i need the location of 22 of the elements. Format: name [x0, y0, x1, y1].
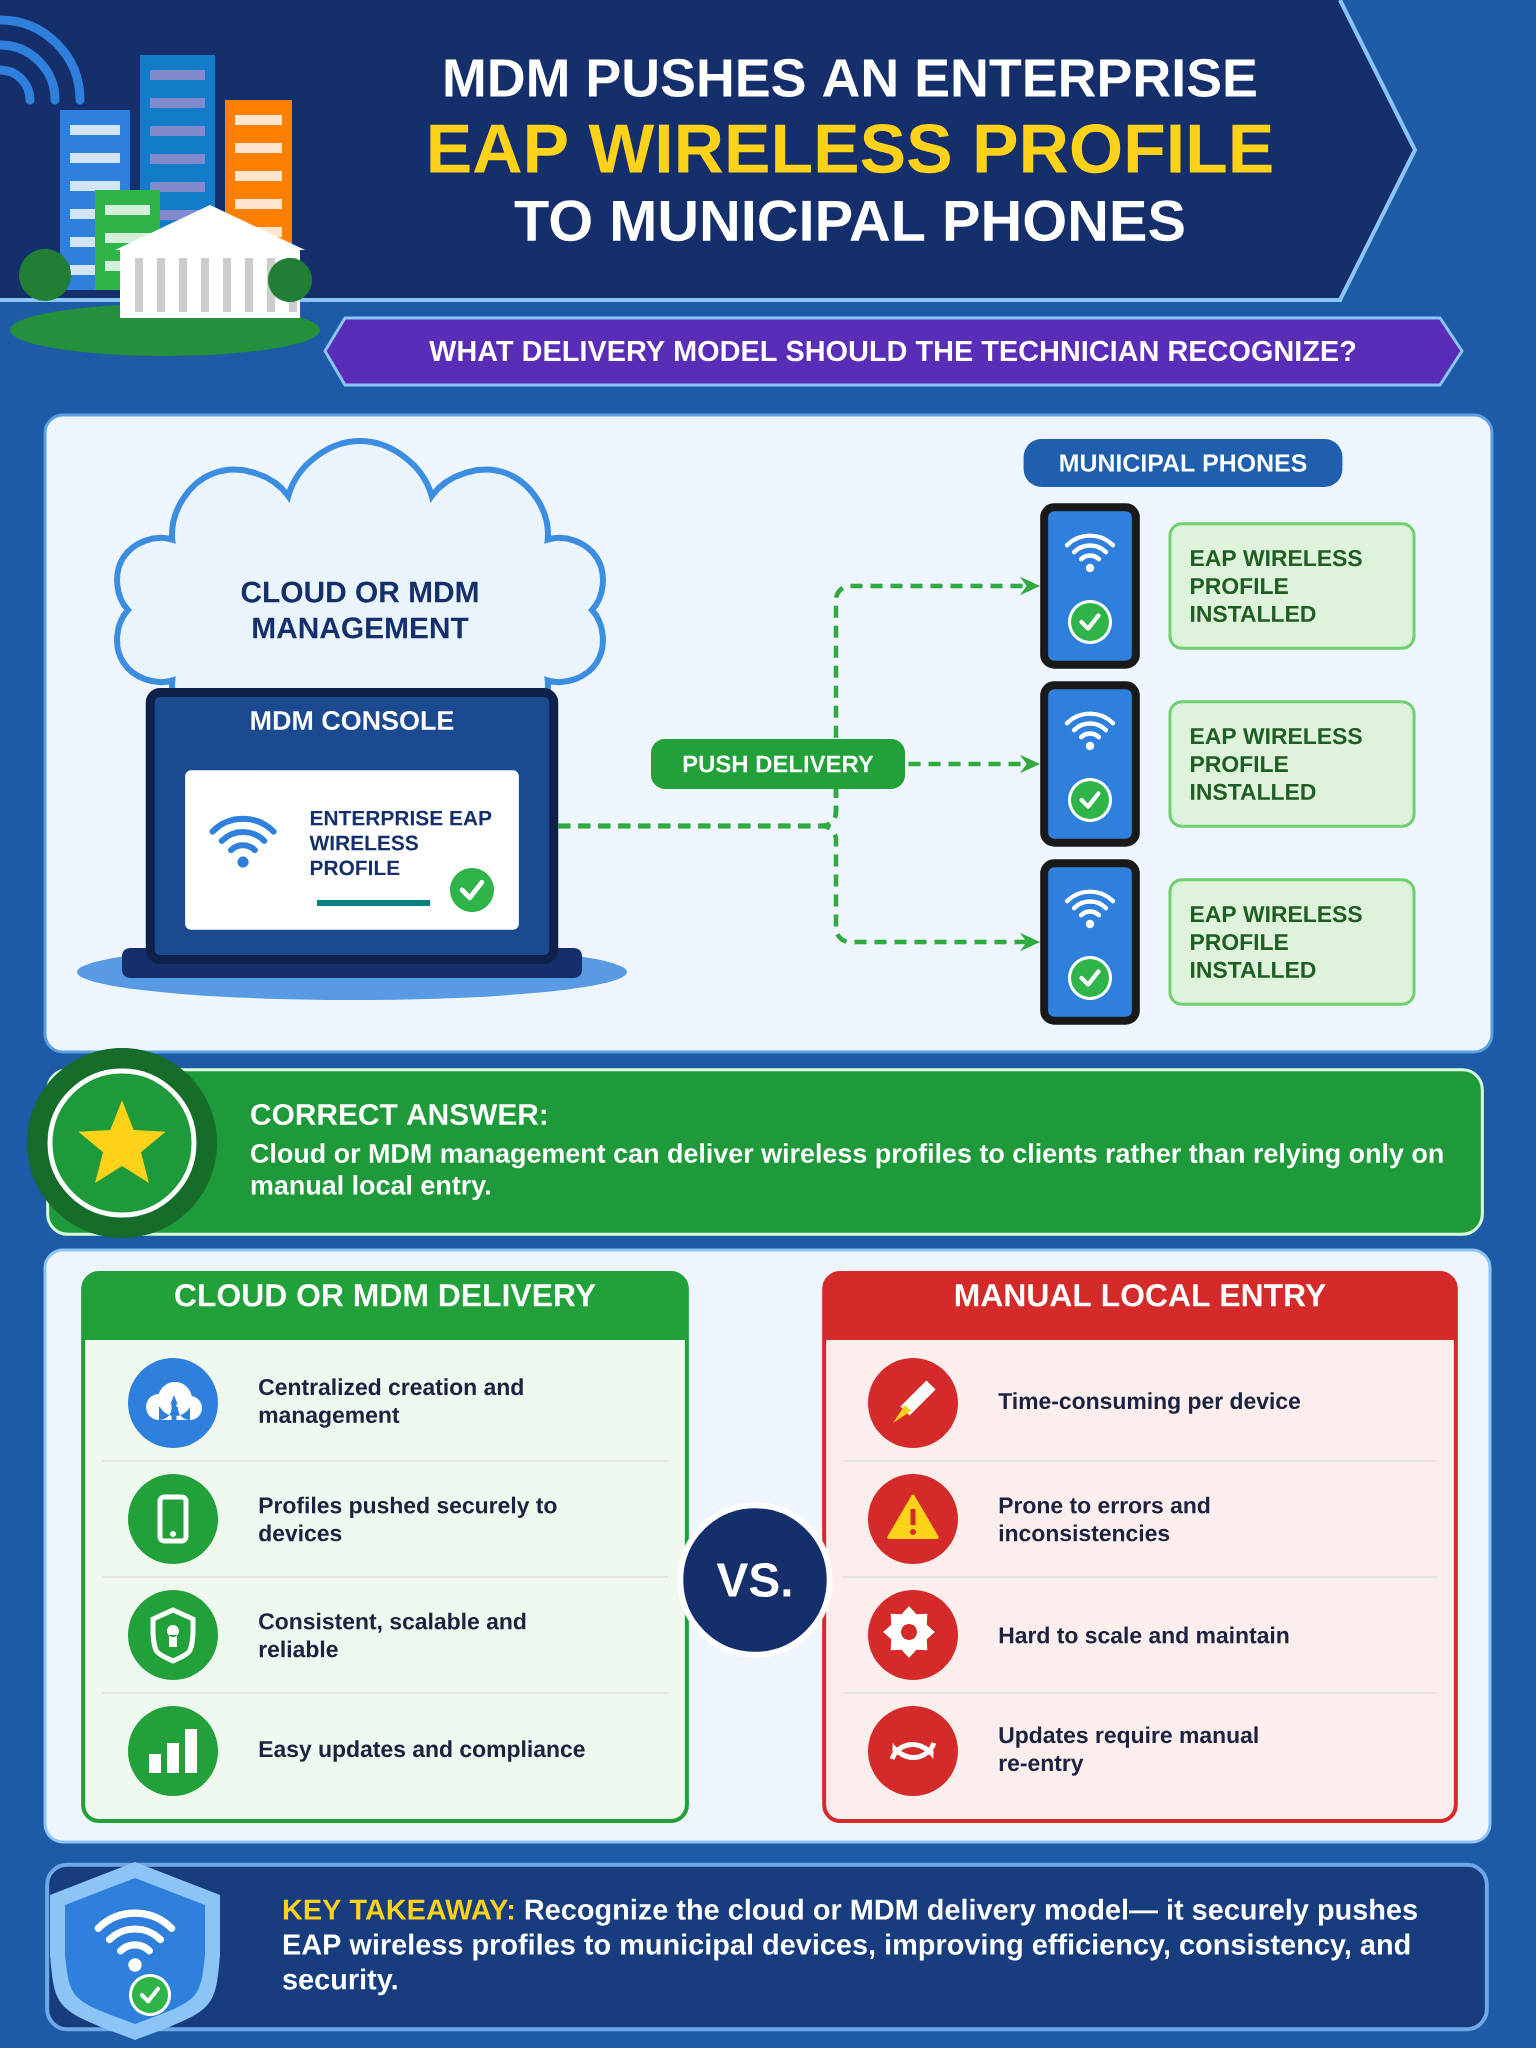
question-banner: WHAT DELIVERY MODEL SHOULD THE TECHNICIAN RECOGNIZE?: [323, 316, 1464, 387]
edge-label: PUSH DELIVERY: [651, 739, 906, 789]
item-text: Consistent, scalable and reliable: [259, 1612, 526, 1658]
item-text: Centralized creation and management: [259, 1378, 523, 1428]
comparison-panel: MANUAL LOCAL ENTRY Time-consuming per device Prone to errors and inconsistencies Hard to scale and maintain Updates require manual re-entry: [822, 1271, 1458, 1823]
comparison-panel: CLOUD OR MDM DELIVERY Centralized creation and management Profiles pushed securely to devices Consistent, scalable and reliable Easy updates and compliance: [81, 1271, 689, 1823]
item-text: Prone to errors and inconsistencies: [999, 1496, 1210, 1542]
smartphone: [1040, 503, 1140, 669]
item-text: Profiles pushed securely to devices: [259, 1496, 557, 1542]
item-text: Time-consuming per device: [998, 1392, 1301, 1414]
smartphone: [1040, 859, 1140, 1025]
status-box: EAP WIRELESS PROFILE INSTALLED: [1168, 522, 1416, 650]
item-text: Easy updates and compliance: [259, 1740, 585, 1762]
smartphone: [1040, 681, 1140, 847]
profile-card: ENTERPRISE EAP WIRELESS PROFILE: [185, 770, 519, 930]
status-box: EAP WIRELESS PROFILE INSTALLED: [1168, 700, 1416, 828]
item-text: Hard to scale and maintain: [999, 1626, 1289, 1644]
item-text: Updates require manual re-entry: [999, 1726, 1258, 1776]
takeaway-banner: KEY TAKEAWAY: Recognize the cloud or MDM delivery model— it securely pushes EAP wireless profiles to municipal devices, improving efficiency, consistency, and security.: [45, 1862, 1489, 2032]
status-box: EAP WIRELESS PROFILE INSTALLED: [1168, 878, 1416, 1006]
header-pill: MUNICIPAL PHONES: [1023, 439, 1343, 487]
vs-badge: VS.: [677, 1502, 833, 1658]
